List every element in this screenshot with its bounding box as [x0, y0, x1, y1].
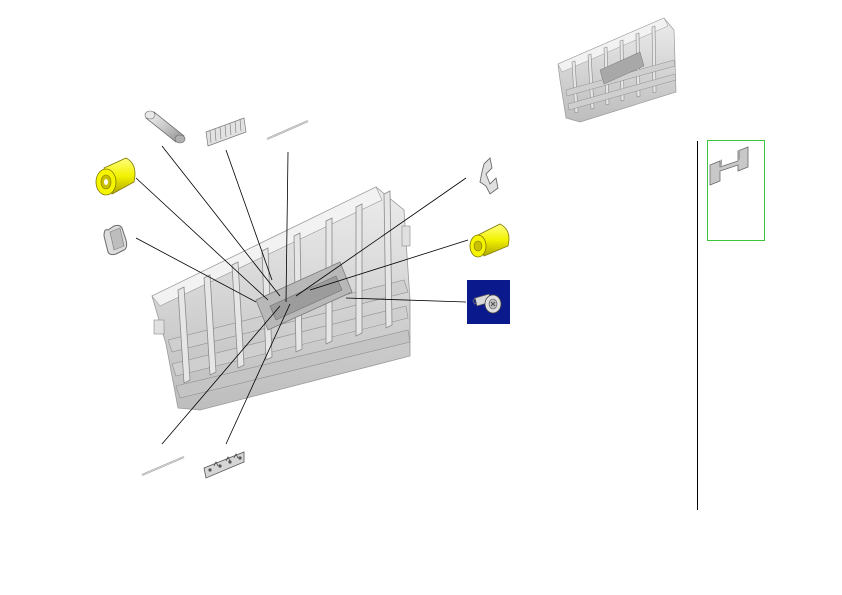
- sleeve: [103, 224, 128, 256]
- pin-top: [266, 120, 309, 140]
- screw-icon: [472, 293, 502, 314]
- spring-clip: [479, 157, 499, 195]
- shaft: [144, 110, 186, 144]
- roller-right: [469, 223, 510, 258]
- main-frame: [151, 186, 411, 411]
- screw-thumbnail: [467, 280, 510, 324]
- frame-preview: [557, 17, 677, 123]
- h-bracket-icon: [709, 146, 749, 186]
- comb-strip: [205, 117, 247, 147]
- hook-bracket: [203, 451, 245, 479]
- pin-bottom: [141, 456, 185, 476]
- leader-lines: [135, 145, 469, 445]
- h-bracket-thumbnail: [707, 140, 765, 241]
- roller-left: [95, 157, 136, 196]
- panel-divider: [697, 141, 698, 510]
